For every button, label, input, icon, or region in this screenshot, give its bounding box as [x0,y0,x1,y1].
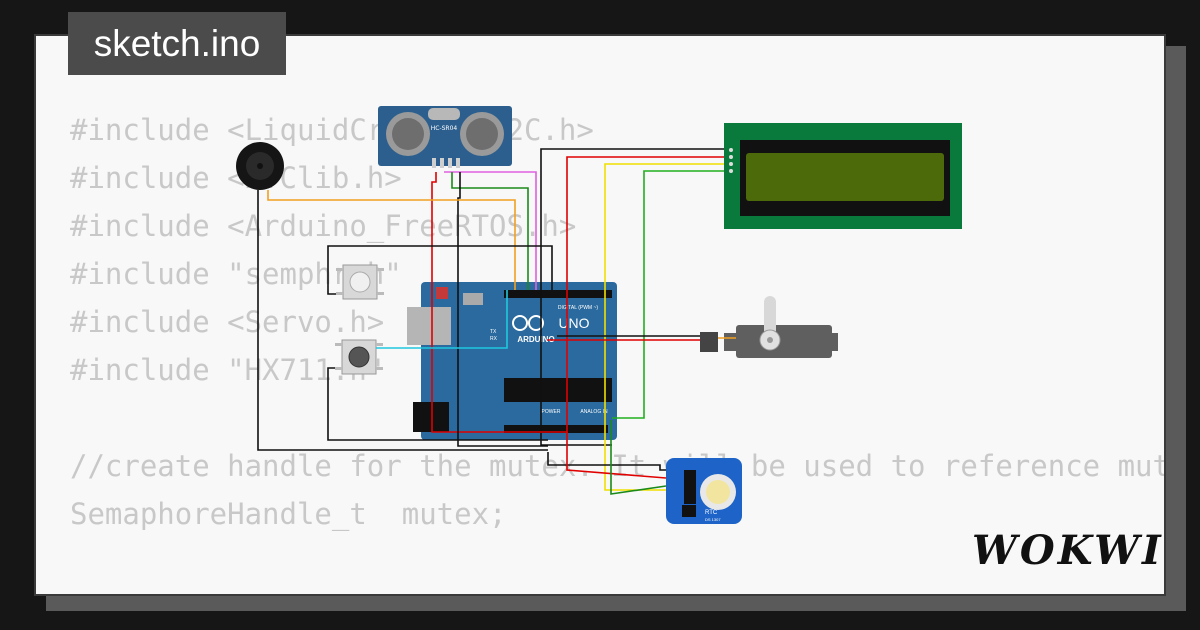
rtc-module: RTC DS 1307 [666,458,742,524]
wire-black-lcd-gnd [540,148,724,446]
wire-red-lcd-vcc [500,156,724,433]
push-button-bottom[interactable] [335,339,383,375]
code-line: #include <Arduino_FreeRTOS.h> [70,209,577,243]
digital-pins-label: DIGITAL (PWM ~) [558,305,598,311]
wire-black-ultrasonic [457,172,548,447]
code-line: SemaphoreHandle_t mutex; [70,497,507,531]
ultrasonic-sensor: HC-SR04 [378,106,512,168]
lcd-display [724,123,962,229]
code-line: #include "semphr.h" [70,257,402,291]
wire-black-button-bottom [327,367,548,441]
ultrasonic-label: HC-SR04 [431,125,458,132]
wokwi-logo: WOKWI [972,527,1164,574]
servo-motor [700,296,838,358]
code-line: //create handle for the mutex. It will b… [70,449,1166,483]
wire-pink-trig [444,171,537,290]
wire-black-button-top [327,245,553,295]
wires [257,148,736,495]
wire-black-buzzer [257,190,548,451]
wire-yellow-lcd-sda [604,163,724,491]
wire-green-lcd-scl [612,170,724,419]
push-button-top[interactable] [336,264,384,300]
wire-orange-buzzer [267,190,516,290]
wire-red-rtc [566,432,667,479]
arduino-model-label: UNO [558,315,589,331]
sketch-title: sketch.ino [68,12,286,75]
wire-cyan-button-bottom [376,290,508,349]
wire-green-echo [451,172,529,290]
code-line: LiquidCrystal_I2C lcd(0x27,16,2); // set… [70,586,1164,594]
code-background: #include <LiquidCrystal_I2C.h>#include <… [70,106,1166,594]
wire-black-rtc [547,452,666,471]
analog-pins-label: ANALOG IN [580,409,608,415]
wire-red-ultrasonic [431,172,500,433]
rtc-label: RTC [705,510,718,516]
rtc-sublabel: DS 1307 [705,517,721,522]
arduino-uno: UNO ARDUINO DIGITAL (PWM ~) ANALOG IN PO… [407,282,617,440]
arduino-brand-label: ARDUINO [517,335,554,344]
tx-label: TX [490,329,497,335]
code-line: #include <Servo.h> [70,305,385,339]
buzzer [236,142,284,190]
power-pins-label: POWER [542,409,561,415]
wire-green-rtc [610,420,667,495]
rx-label: RX [490,336,498,342]
